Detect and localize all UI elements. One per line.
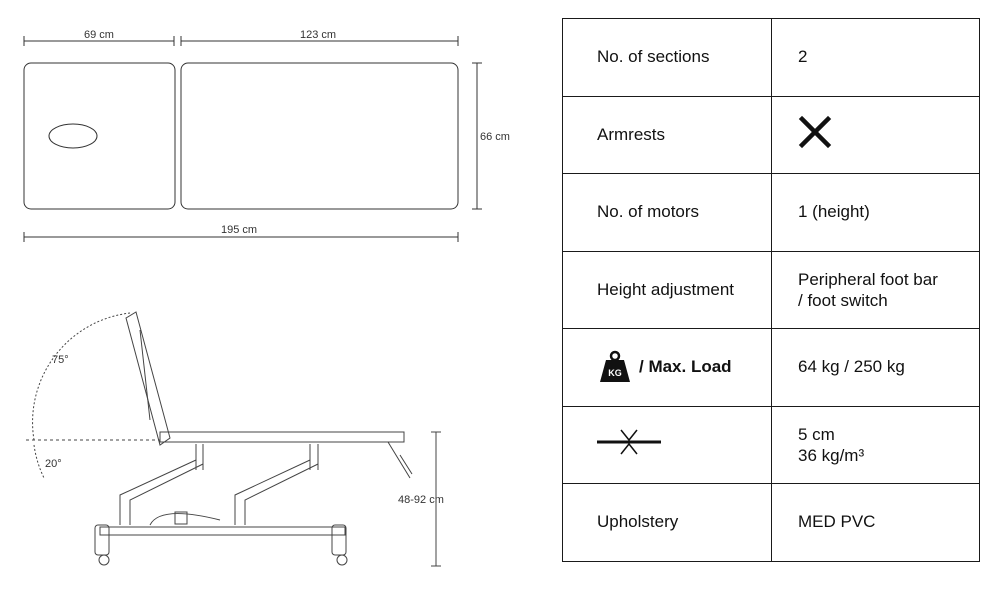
label-height-adjustment: Height adjustment	[562, 250, 772, 329]
dim-total-length: 195 cm	[221, 224, 257, 236]
value-compression: 5 cm 36 kg/m³	[771, 405, 980, 484]
value-sections: 2	[771, 18, 980, 97]
table-row: KG / Max. Load 64 kg / 250 kg	[562, 328, 980, 407]
base-frame	[99, 526, 346, 536]
label-max-load: KG / Max. Load	[562, 328, 772, 407]
weight-icon-text: KG	[608, 368, 622, 378]
angle-20: 20°	[45, 458, 62, 470]
label-compression	[562, 405, 772, 484]
compression-icon	[597, 429, 661, 455]
dim-body-width: 123 cm	[300, 29, 336, 41]
table-row: Height adjustment Peripheral foot bar / …	[562, 250, 980, 329]
head-section	[23, 62, 176, 210]
table-row: Armrests	[562, 95, 980, 174]
dim-height-range: 48-92 cm	[398, 494, 444, 506]
top-view	[23, 36, 482, 242]
max-load-label: / Max. Load	[639, 357, 732, 377]
dim-head-width: 69 cm	[84, 29, 114, 41]
spec-table: No. of sections 2 Armrests No. of motors…	[562, 18, 980, 562]
label-upholstery: Upholstery	[562, 483, 772, 562]
value-upholstery: MED PVC	[771, 483, 980, 562]
technical-drawings: 69 cm 123 cm 66 cm 195 cm	[23, 29, 510, 567]
dim-height: 66 cm	[480, 131, 510, 143]
face-hole	[48, 123, 98, 149]
angle-75: 75°	[52, 354, 69, 366]
wheel-right	[336, 554, 348, 566]
cross-icon	[798, 116, 832, 149]
table-row: Upholstery MED PVC	[562, 483, 980, 562]
value-armrests	[771, 95, 980, 174]
wheel-left	[98, 554, 110, 566]
value-motors: 1 (height)	[771, 173, 980, 252]
table-row: No. of motors 1 (height)	[562, 173, 980, 252]
label-motors: No. of motors	[562, 173, 772, 252]
label-sections: No. of sections	[562, 18, 772, 97]
table-row: No. of sections 2	[562, 18, 980, 97]
value-max-load: 64 kg / 250 kg	[771, 328, 980, 407]
value-height-adjustment: Peripheral foot bar / foot switch	[771, 250, 980, 329]
backrest	[125, 311, 171, 446]
table-row: 5 cm 36 kg/m³	[562, 405, 980, 484]
label-armrests: Armrests	[562, 95, 772, 174]
weight-kg-icon: KG	[600, 351, 630, 383]
body-section	[180, 62, 459, 210]
side-view	[26, 311, 441, 567]
seat	[159, 431, 405, 443]
